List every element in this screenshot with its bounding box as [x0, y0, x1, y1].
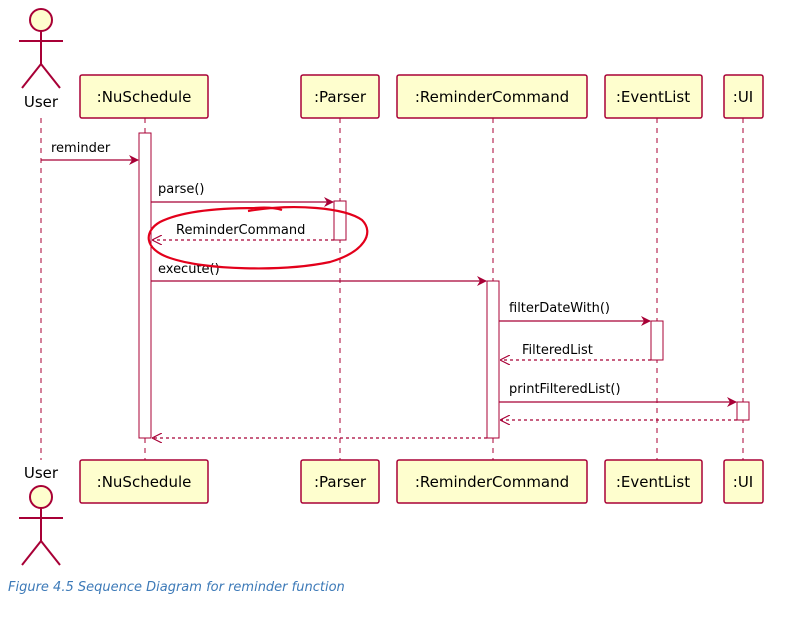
sequence-diagram: User User :NuSchedule :Parser :ReminderC… — [19, 8, 764, 566]
user-actor-bottom: User — [19, 464, 63, 566]
participant-ui-bottom: :UI — [723, 459, 764, 504]
svg-text::UI: :UI — [733, 88, 753, 106]
participant-ui-top: :UI — [723, 74, 764, 119]
participant-nuschedule-top: :NuSchedule — [79, 74, 209, 119]
participant-remindercommand-bottom: :ReminderCommand — [396, 459, 588, 504]
svg-text:parse(): parse() — [158, 182, 204, 197]
activation-eventlist — [650, 320, 664, 361]
activation-parser — [333, 200, 347, 241]
figure-caption: Figure 4.5 Sequence Diagram for reminder… — [8, 580, 345, 595]
svg-text::Parser: :Parser — [314, 473, 367, 491]
participant-eventlist-top: :EventList — [604, 74, 703, 119]
actor-label-bottom: User — [24, 464, 59, 482]
actor-label-top: User — [24, 93, 59, 111]
activation-nuschedule — [138, 132, 152, 439]
message-printfilteredlist: printFilteredList() — [499, 382, 737, 407]
participant-parser-bottom: :Parser — [300, 459, 380, 504]
participant-nuschedule-bottom: :NuSchedule — [79, 459, 209, 504]
message-return-remindercommand: ReminderCommand — [153, 223, 334, 240]
svg-text:reminder: reminder — [51, 141, 111, 156]
svg-text::NuSchedule: :NuSchedule — [97, 88, 192, 106]
participant-parser-top: :Parser — [300, 74, 380, 119]
message-parse: parse() — [151, 182, 334, 207]
svg-text:filterDateWith(): filterDateWith() — [509, 301, 610, 316]
svg-text::EventList: :EventList — [616, 88, 690, 106]
activation-ui — [736, 401, 750, 421]
svg-text::Parser: :Parser — [314, 88, 367, 106]
svg-text:FilteredList: FilteredList — [522, 343, 593, 358]
activation-remindercommand — [486, 280, 500, 439]
svg-text:ReminderCommand: ReminderCommand — [176, 223, 305, 238]
participant-eventlist-bottom: :EventList — [604, 459, 703, 504]
svg-text::UI: :UI — [733, 473, 753, 491]
svg-text:printFilteredList(): printFilteredList() — [509, 382, 621, 397]
svg-text::ReminderCommand: :ReminderCommand — [415, 88, 569, 106]
highlight-circle — [147, 206, 369, 270]
svg-text::ReminderCommand: :ReminderCommand — [415, 473, 569, 491]
svg-text::NuSchedule: :NuSchedule — [97, 473, 192, 491]
svg-text::EventList: :EventList — [616, 473, 690, 491]
user-actor-top: User — [19, 8, 63, 111]
message-return-filteredlist: FilteredList — [501, 343, 651, 360]
participant-remindercommand-top: :ReminderCommand — [396, 74, 588, 119]
message-filterdatewith: filterDateWith() — [499, 301, 651, 326]
message-reminder: reminder — [41, 141, 139, 165]
svg-text:execute(): execute() — [158, 262, 220, 277]
